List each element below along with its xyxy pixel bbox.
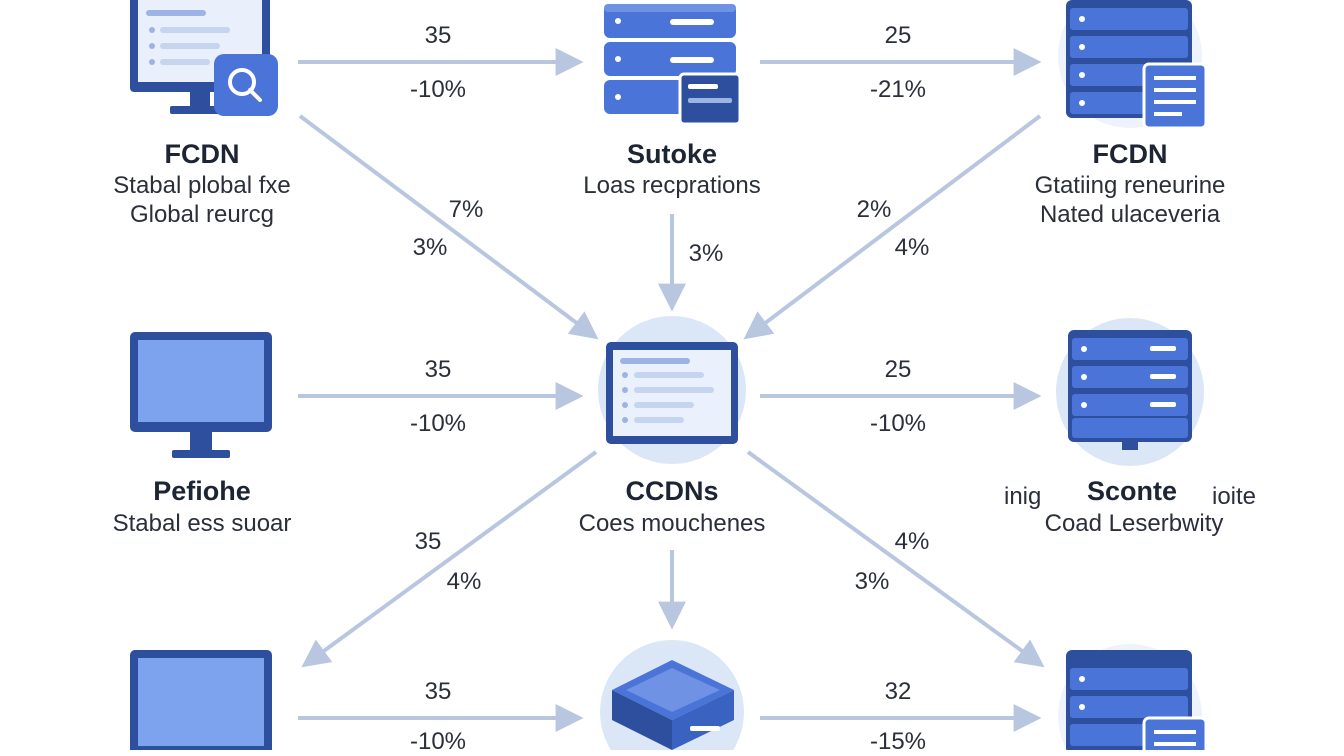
edge-label-percent: 3% [412, 234, 448, 261]
edge-label-value: 35 [424, 678, 452, 705]
monitor-search-icon [130, 0, 278, 116]
edge-label-value: 25 [884, 356, 912, 383]
edge-label-change: -10% [409, 410, 467, 437]
node-line-top-left-1: Stabal plobal fxe [113, 172, 291, 199]
monitor-icon [130, 332, 272, 458]
monitor-icon-bottom [130, 650, 272, 750]
edge-label-percent: 3% [688, 240, 724, 267]
node-line-middle-left-1: Stabal ess suoar [112, 510, 292, 537]
dashboard-window-icon [598, 316, 746, 464]
node-line-middle-right-1: Coad Leserbwity [1044, 510, 1224, 537]
edge-label-percent: 4% [446, 568, 482, 595]
server-rack-document-icon [1058, 0, 1208, 130]
edge-label-percent: 4% [894, 528, 930, 555]
server-box-icon [600, 640, 744, 750]
edge-center-to-bottom-right [746, 450, 1045, 668]
node-title-center: CCDNs [625, 476, 719, 506]
edge-label-change: -21% [869, 76, 927, 103]
edge-top-left-to-center [298, 114, 599, 340]
edge-label-value: 35 [414, 528, 442, 555]
edge-label-change: -10% [869, 410, 927, 437]
edge-label-percent: 3% [854, 568, 890, 595]
edge-label-value: 35 [424, 22, 452, 49]
node-line-center-1: Coes mouchenes [578, 510, 766, 537]
edge-label-value: 35 [424, 356, 452, 383]
node-suffix-middle-right: ioite [1212, 483, 1257, 510]
node-title-top-center: Sutoke [626, 139, 718, 169]
node-line-top-left-2: Global reurcg [129, 201, 275, 228]
edge-label-percent: 4% [894, 234, 930, 261]
edge-label-value: 32 [884, 678, 912, 705]
edge-label-percent: 2% [856, 196, 892, 223]
edge-label-change: -15% [869, 728, 927, 755]
node-line-top-center-1: Loas recprations [583, 172, 761, 199]
edge-center-to-bottom-left [301, 450, 598, 668]
edge-label-change: -10% [409, 76, 467, 103]
edge-label-percent: 7% [448, 196, 484, 223]
node-title-middle-right: Sconte [1086, 476, 1178, 506]
node-title-top-right: FCDN [1092, 139, 1168, 169]
node-title-top-left: FCDN [164, 139, 240, 169]
server-rack-icon [1056, 318, 1204, 466]
node-line-top-right-1: Gtatiing reneurine [1034, 172, 1226, 199]
node-prefix-middle-right: inig [1004, 483, 1042, 510]
server-rack-document-icon-bottom [1058, 644, 1208, 750]
node-line-top-right-2: Nated ulaceveria [1039, 201, 1221, 228]
server-stack-icon [604, 4, 742, 126]
edges [298, 48, 1045, 732]
node-title-middle-left: Pefiohe [153, 476, 251, 506]
edge-label-value: 25 [884, 22, 912, 49]
edge-top-right-to-center [743, 114, 1042, 340]
edge-label-change: -10% [409, 728, 467, 755]
